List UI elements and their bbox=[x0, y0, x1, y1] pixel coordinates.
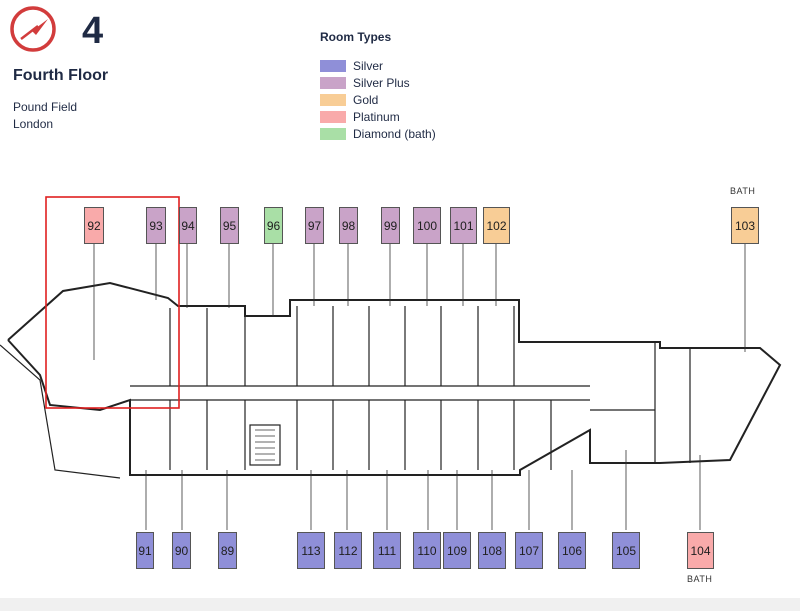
legend-label: Platinum bbox=[353, 110, 400, 124]
room-104: 104 bbox=[687, 532, 714, 569]
compass-icon bbox=[10, 6, 56, 52]
legend-swatch bbox=[320, 60, 346, 72]
legend-label: Diamond (bath) bbox=[353, 127, 436, 141]
room-97: 97 bbox=[305, 207, 324, 244]
room-108: 108 bbox=[478, 532, 506, 569]
room-95: 95 bbox=[220, 207, 239, 244]
room-110: 110 bbox=[413, 532, 441, 569]
legend-item-gold: Gold bbox=[320, 93, 378, 107]
legend-swatch bbox=[320, 94, 346, 106]
room-100: 100 bbox=[413, 207, 441, 244]
floor-number: 4 bbox=[82, 10, 104, 52]
room-113: 113 bbox=[297, 532, 325, 569]
address-line-2: London bbox=[13, 117, 54, 131]
room-107: 107 bbox=[515, 532, 543, 569]
bath-label-103: BATH bbox=[730, 186, 756, 196]
legend-label: Silver bbox=[353, 59, 384, 73]
legend-label: Gold bbox=[353, 93, 379, 107]
room-105: 105 bbox=[612, 532, 640, 569]
room-91: 91 bbox=[136, 532, 154, 569]
room-90: 90 bbox=[172, 532, 191, 569]
room-109: 109 bbox=[443, 532, 471, 569]
room-101: 101 bbox=[450, 207, 477, 244]
room-93: 93 bbox=[146, 207, 166, 244]
room-92: 92 bbox=[84, 207, 104, 244]
room-96: 96 bbox=[264, 207, 283, 244]
room-98: 98 bbox=[339, 207, 358, 244]
legend-title: Room Types bbox=[320, 30, 392, 44]
room-106: 106 bbox=[558, 532, 586, 569]
bath-label-104: BATH bbox=[687, 574, 713, 584]
room-111: 111 bbox=[373, 532, 401, 569]
room-99: 99 bbox=[381, 207, 400, 244]
room-94: 94 bbox=[179, 207, 197, 244]
legend-swatch bbox=[320, 128, 346, 140]
legend-item-silver-plus: Silver Plus bbox=[320, 76, 410, 90]
bottom-toolbar-strip bbox=[0, 598, 800, 611]
legend-swatch bbox=[320, 77, 346, 89]
room-102: 102 bbox=[483, 207, 510, 244]
address-line-1: Pound Field bbox=[13, 100, 78, 114]
floor-title: Fourth Floor bbox=[13, 67, 109, 84]
legend-item-diamond: Diamond (bath) bbox=[320, 127, 436, 141]
room-112: 112 bbox=[334, 532, 362, 569]
room-89: 89 bbox=[218, 532, 237, 569]
room-103: 103 bbox=[731, 207, 759, 244]
legend-swatch bbox=[320, 111, 346, 123]
legend-label: Silver Plus bbox=[353, 76, 410, 90]
legend-item-silver: Silver bbox=[320, 59, 383, 73]
legend-item-platinum: Platinum bbox=[320, 110, 400, 124]
